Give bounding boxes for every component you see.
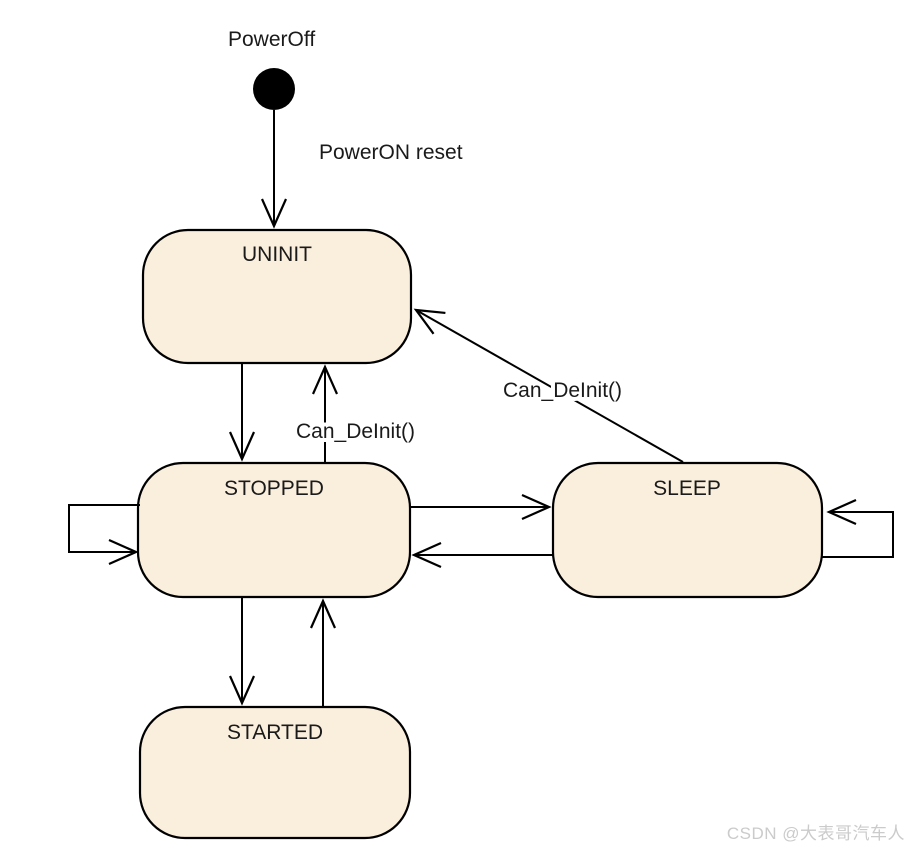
- watermark: CSDN @大表哥汽车人: [726, 824, 905, 843]
- transition-sleep-self-loop: [822, 498, 894, 558]
- state-stopped-label: STOPPED: [224, 477, 324, 500]
- state-sleep: SLEEP: [551, 461, 824, 599]
- transition-sleep-to-uninit: [413, 308, 684, 463]
- state-started-label: STARTED: [227, 721, 323, 744]
- initial-state-label: PowerOff: [228, 28, 315, 51]
- transition-label-poweron-reset: PowerON reset: [319, 141, 463, 164]
- state-sleep-label: SLEEP: [653, 477, 721, 500]
- state-uninit-box: [141, 228, 413, 365]
- state-stopped: STOPPED: [136, 461, 412, 599]
- state-started-box: [138, 705, 412, 840]
- transition-label-can-deinit-sleep-uninit: Can_DeInit(): [503, 379, 622, 402]
- state-uninit: UNINIT: [141, 228, 413, 365]
- state-started: STARTED: [138, 705, 412, 840]
- state-sleep-box: [551, 461, 824, 599]
- state-uninit-label: UNINIT: [242, 243, 312, 266]
- state-stopped-box: [136, 461, 412, 599]
- initial-state-dot: [253, 68, 295, 110]
- transition-stopped-self-loop: [68, 504, 140, 566]
- transition-label-can-deinit-stopped-uninit: Can_DeInit(): [296, 420, 415, 443]
